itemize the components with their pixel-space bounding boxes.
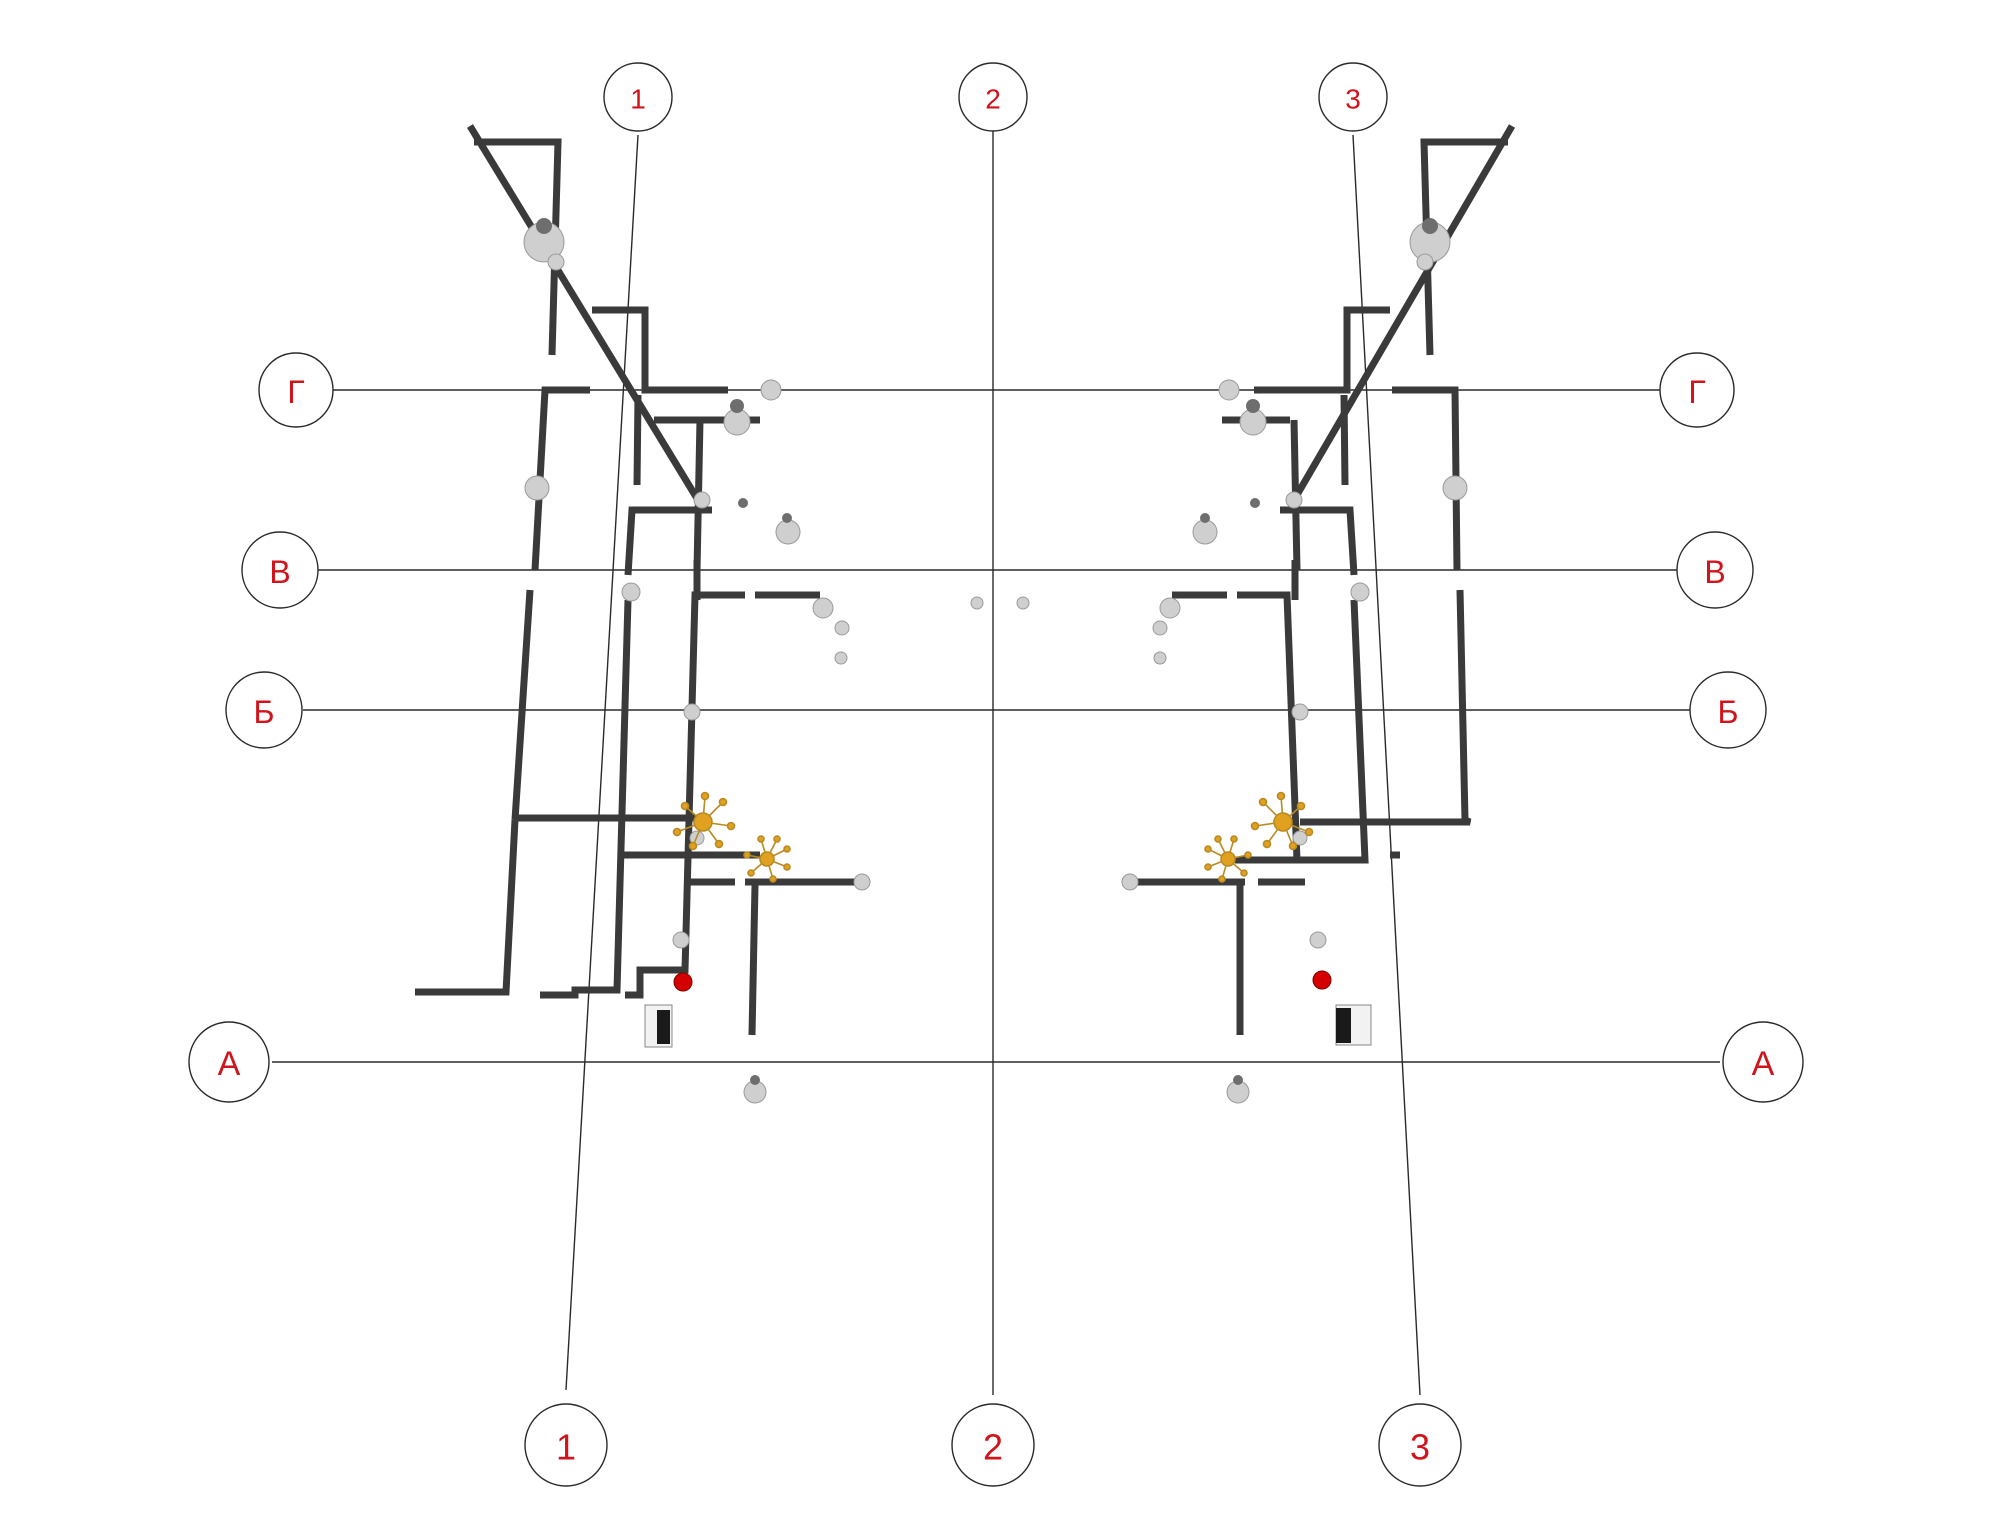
axis-bubble-V-left: В bbox=[241, 531, 319, 609]
spotlight-icon bbox=[1309, 931, 1327, 949]
chandelier-icon bbox=[672, 791, 736, 851]
axis-bubble-G-left: Г bbox=[258, 352, 334, 428]
axis-bubble-2-bottom: 2 bbox=[951, 1403, 1035, 1487]
chandelier-icon bbox=[1250, 791, 1314, 851]
spotlight-icon bbox=[1200, 513, 1210, 523]
spotlight-icon bbox=[693, 491, 711, 509]
spotlight-icon bbox=[1442, 475, 1468, 501]
axis-bubble-3-top: 3 bbox=[1318, 62, 1388, 132]
spotlight-icon bbox=[1250, 498, 1260, 508]
red-alarm-light-icon bbox=[673, 972, 693, 992]
spotlight-icon bbox=[1192, 519, 1218, 545]
axis-line-1 bbox=[565, 134, 639, 1391]
spotlight-icon bbox=[730, 399, 744, 413]
axis-label: 3 bbox=[1345, 84, 1361, 115]
axis-label: 2 bbox=[983, 1427, 1003, 1468]
spotlight-icon bbox=[1246, 399, 1260, 413]
control-panel-icon bbox=[644, 1004, 673, 1048]
axis-label: Г bbox=[287, 374, 304, 410]
spotlight-icon bbox=[524, 475, 550, 501]
chandelier-icon bbox=[1204, 835, 1252, 883]
spotlight-icon bbox=[683, 703, 701, 721]
chandelier-icon bbox=[743, 835, 791, 883]
axis-label: Б bbox=[254, 694, 275, 730]
spotlight-icon bbox=[1218, 379, 1240, 401]
axis-label: В bbox=[1704, 554, 1725, 590]
axis-bubble-A-right: А bbox=[1722, 1021, 1804, 1103]
control-panel-icon bbox=[1335, 1004, 1372, 1046]
axis-bubble-B-left: Б bbox=[225, 671, 303, 749]
spotlight-icon bbox=[970, 596, 984, 610]
axis-bubble-2-top: 2 bbox=[958, 62, 1028, 132]
track-light-rails-right bbox=[1122, 124, 1516, 1035]
axis-bubble-B-right: Б bbox=[1689, 671, 1767, 749]
track-light-rails-left bbox=[415, 124, 860, 1036]
spotlight-icon bbox=[547, 253, 565, 271]
axis-bubble-A-left: А bbox=[188, 1021, 270, 1103]
axis-label: Г bbox=[1688, 374, 1705, 410]
spotlight-icon bbox=[536, 218, 552, 234]
axis-bubble-3-bottom: 3 bbox=[1378, 1403, 1462, 1487]
spotlight-icon bbox=[782, 513, 792, 523]
axis-label: А bbox=[218, 1045, 241, 1083]
axis-bubble-G-right: Г bbox=[1659, 352, 1735, 428]
spotlight-icon bbox=[672, 931, 690, 949]
spotlight-icon bbox=[1292, 830, 1308, 846]
spotlight-icon bbox=[1285, 491, 1303, 509]
axis-label: 1 bbox=[630, 84, 646, 115]
spotlight-icon bbox=[760, 379, 782, 401]
spotlight-icon bbox=[1152, 620, 1168, 636]
axis-bubble-1-top: 1 bbox=[603, 62, 673, 132]
axis-label: 1 bbox=[556, 1427, 576, 1468]
axis-label: А bbox=[1752, 1045, 1775, 1083]
axis-label: 3 bbox=[1410, 1427, 1430, 1468]
spotlight-fixtures-right bbox=[1121, 218, 1468, 1104]
spotlight-icon bbox=[1350, 582, 1370, 602]
axis-label: В bbox=[269, 554, 290, 590]
red-alarm-light-icon bbox=[1312, 970, 1332, 990]
spotlight-icon bbox=[1422, 218, 1438, 234]
spotlight-icon bbox=[775, 519, 801, 545]
axis-line-3 bbox=[1352, 134, 1421, 1396]
spotlight-icon bbox=[1121, 873, 1139, 891]
spotlight-icon bbox=[1016, 596, 1030, 610]
spotlight-icon bbox=[834, 620, 850, 636]
spotlight-icon bbox=[621, 582, 641, 602]
spotlight-icon bbox=[738, 498, 748, 508]
axis-bubble-1-bottom: 1 bbox=[524, 1403, 608, 1487]
spotlight-icon bbox=[834, 651, 848, 665]
axis-label: Б bbox=[1718, 694, 1739, 730]
spotlight-icon bbox=[812, 597, 834, 619]
spotlight-icon bbox=[750, 1075, 760, 1085]
spotlight-icon bbox=[1233, 1075, 1243, 1085]
spotlight-icon bbox=[1153, 651, 1167, 665]
spotlight-icon bbox=[1159, 597, 1181, 619]
spotlight-icon bbox=[853, 873, 871, 891]
axis-bubble-V-right: В bbox=[1676, 531, 1754, 609]
axis-label: 2 bbox=[985, 84, 1001, 115]
axis-lines bbox=[272, 130, 1720, 1396]
spotlight-icon bbox=[1291, 703, 1309, 721]
spotlight-icon bbox=[1416, 253, 1434, 271]
spotlight-fixtures-left bbox=[523, 218, 1030, 1104]
